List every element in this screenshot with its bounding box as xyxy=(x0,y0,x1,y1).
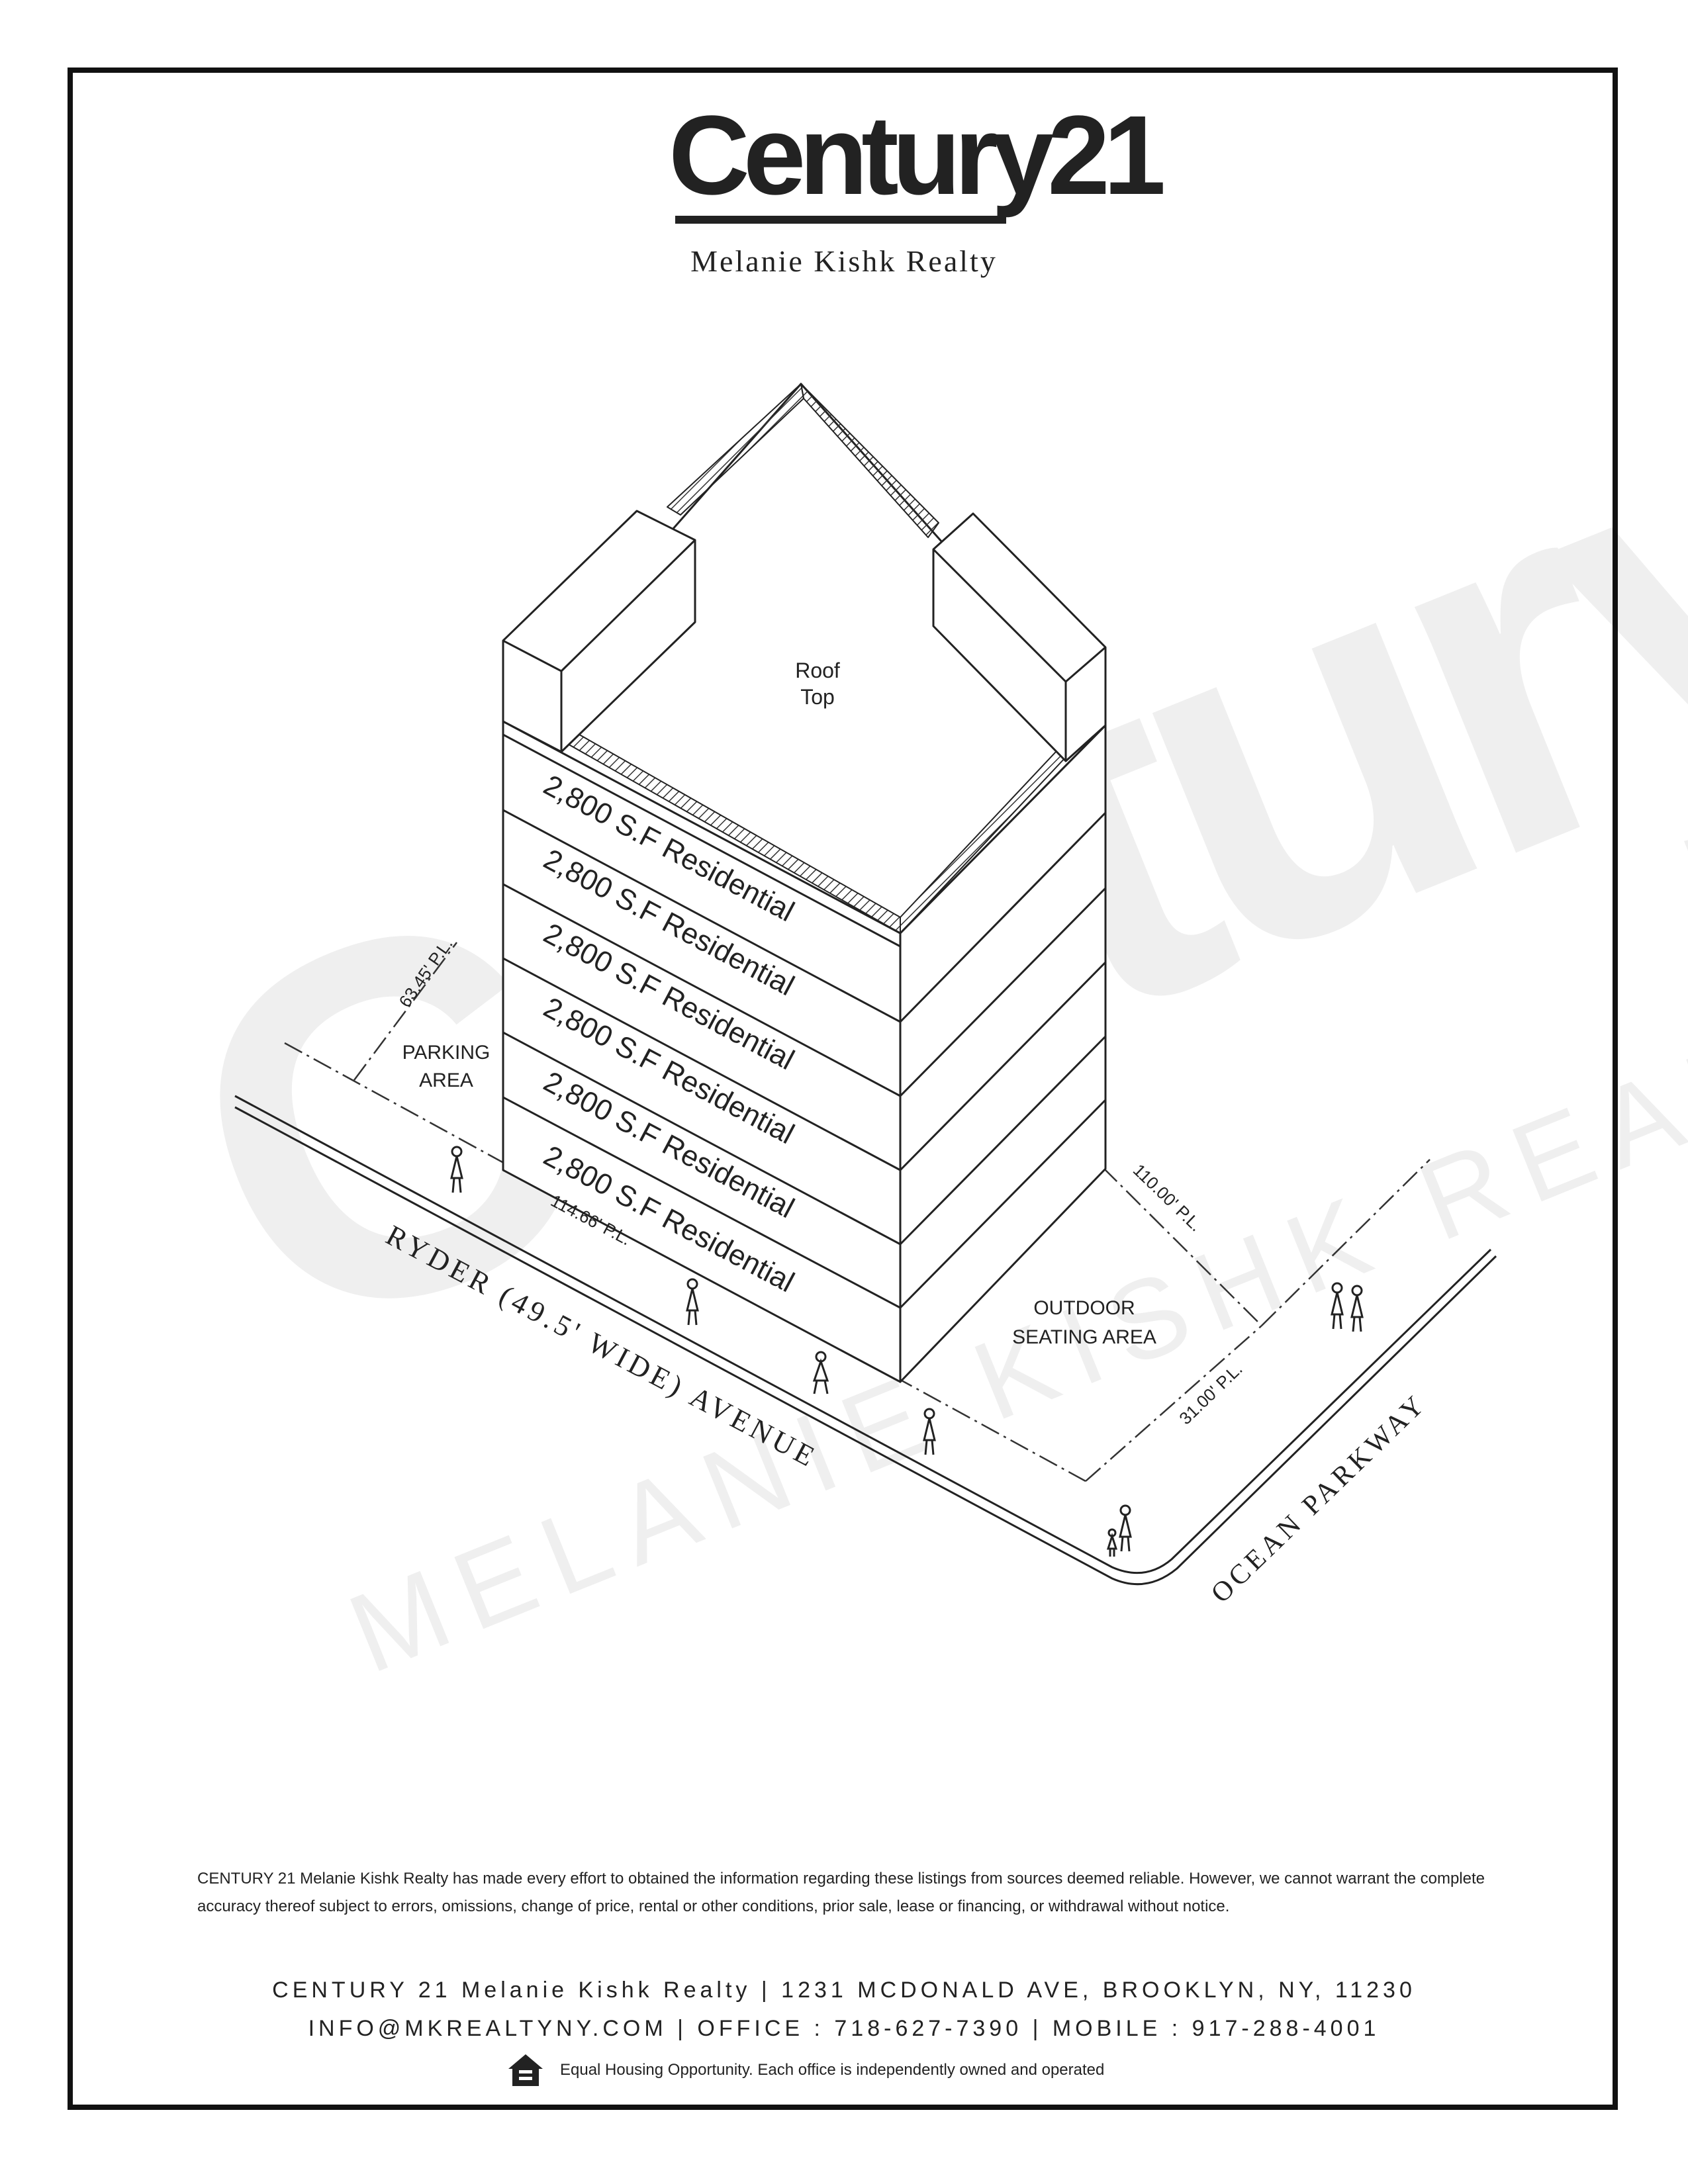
parking-label: PARKING xyxy=(402,1042,491,1064)
pedestrian-icon xyxy=(1119,1504,1132,1552)
outdoor-label-2: SEATING AREA xyxy=(1012,1326,1156,1348)
equal-housing-text: Equal Housing Opportunity. Each office i… xyxy=(560,2061,1105,2079)
parapet-hatch-back-right xyxy=(800,383,939,538)
area-labels: PARKING AREA OUTDOOR SEATING AREA xyxy=(402,1042,1156,1348)
outdoor-label: OUTDOOR xyxy=(1033,1297,1135,1319)
building xyxy=(502,383,1107,1383)
registered-mark: ® xyxy=(1011,171,1023,187)
streets xyxy=(234,1095,1497,1586)
bulkhead-left xyxy=(502,510,696,753)
street-curb-inner xyxy=(234,1106,1497,1586)
century21-logo: Century21 xyxy=(669,93,1166,218)
pedestrian-icon xyxy=(1350,1285,1364,1332)
pedestrian-icon xyxy=(686,1278,699,1326)
dim-right: 110.00' P.L. xyxy=(1129,1160,1206,1236)
street-name-ocean: OCEAN PARKWAY xyxy=(1205,1388,1433,1609)
disclaimer: CENTURY 21 Melanie Kishk Realty has made… xyxy=(197,1870,1485,1915)
floor-lines-left xyxy=(502,733,901,1309)
footer-contact: INFO@MKREALTYNY.COM | OFFICE : 718-627-7… xyxy=(308,2016,1380,2041)
page-border xyxy=(68,68,1618,2110)
roof-label-2: Top xyxy=(800,685,835,709)
equal-housing-row: Equal Housing Opportunity. Each office i… xyxy=(504,2049,1104,2091)
floor-lines-right xyxy=(899,811,1107,1309)
brokerage-name: Melanie Kishk Realty xyxy=(690,244,998,278)
pedestrian-icon xyxy=(812,1351,829,1394)
bulkhead-right xyxy=(932,512,1107,762)
pedestrian-icon xyxy=(1106,1528,1118,1557)
street-curb-outer xyxy=(234,1095,1492,1574)
footer-address: CENTURY 21 Melanie Kishk Realty | 1231 M… xyxy=(272,1978,1416,2003)
pedestrian-icon xyxy=(450,1146,463,1193)
equal-housing-icon xyxy=(504,2049,547,2091)
pedestrians xyxy=(450,1146,1364,1557)
parking-label-2: AREA xyxy=(419,1069,473,1091)
roof-label: Roof xyxy=(795,659,840,682)
pedestrian-icon xyxy=(1331,1282,1344,1330)
pedestrian-icon xyxy=(923,1408,936,1455)
logo-underline xyxy=(675,216,1006,224)
